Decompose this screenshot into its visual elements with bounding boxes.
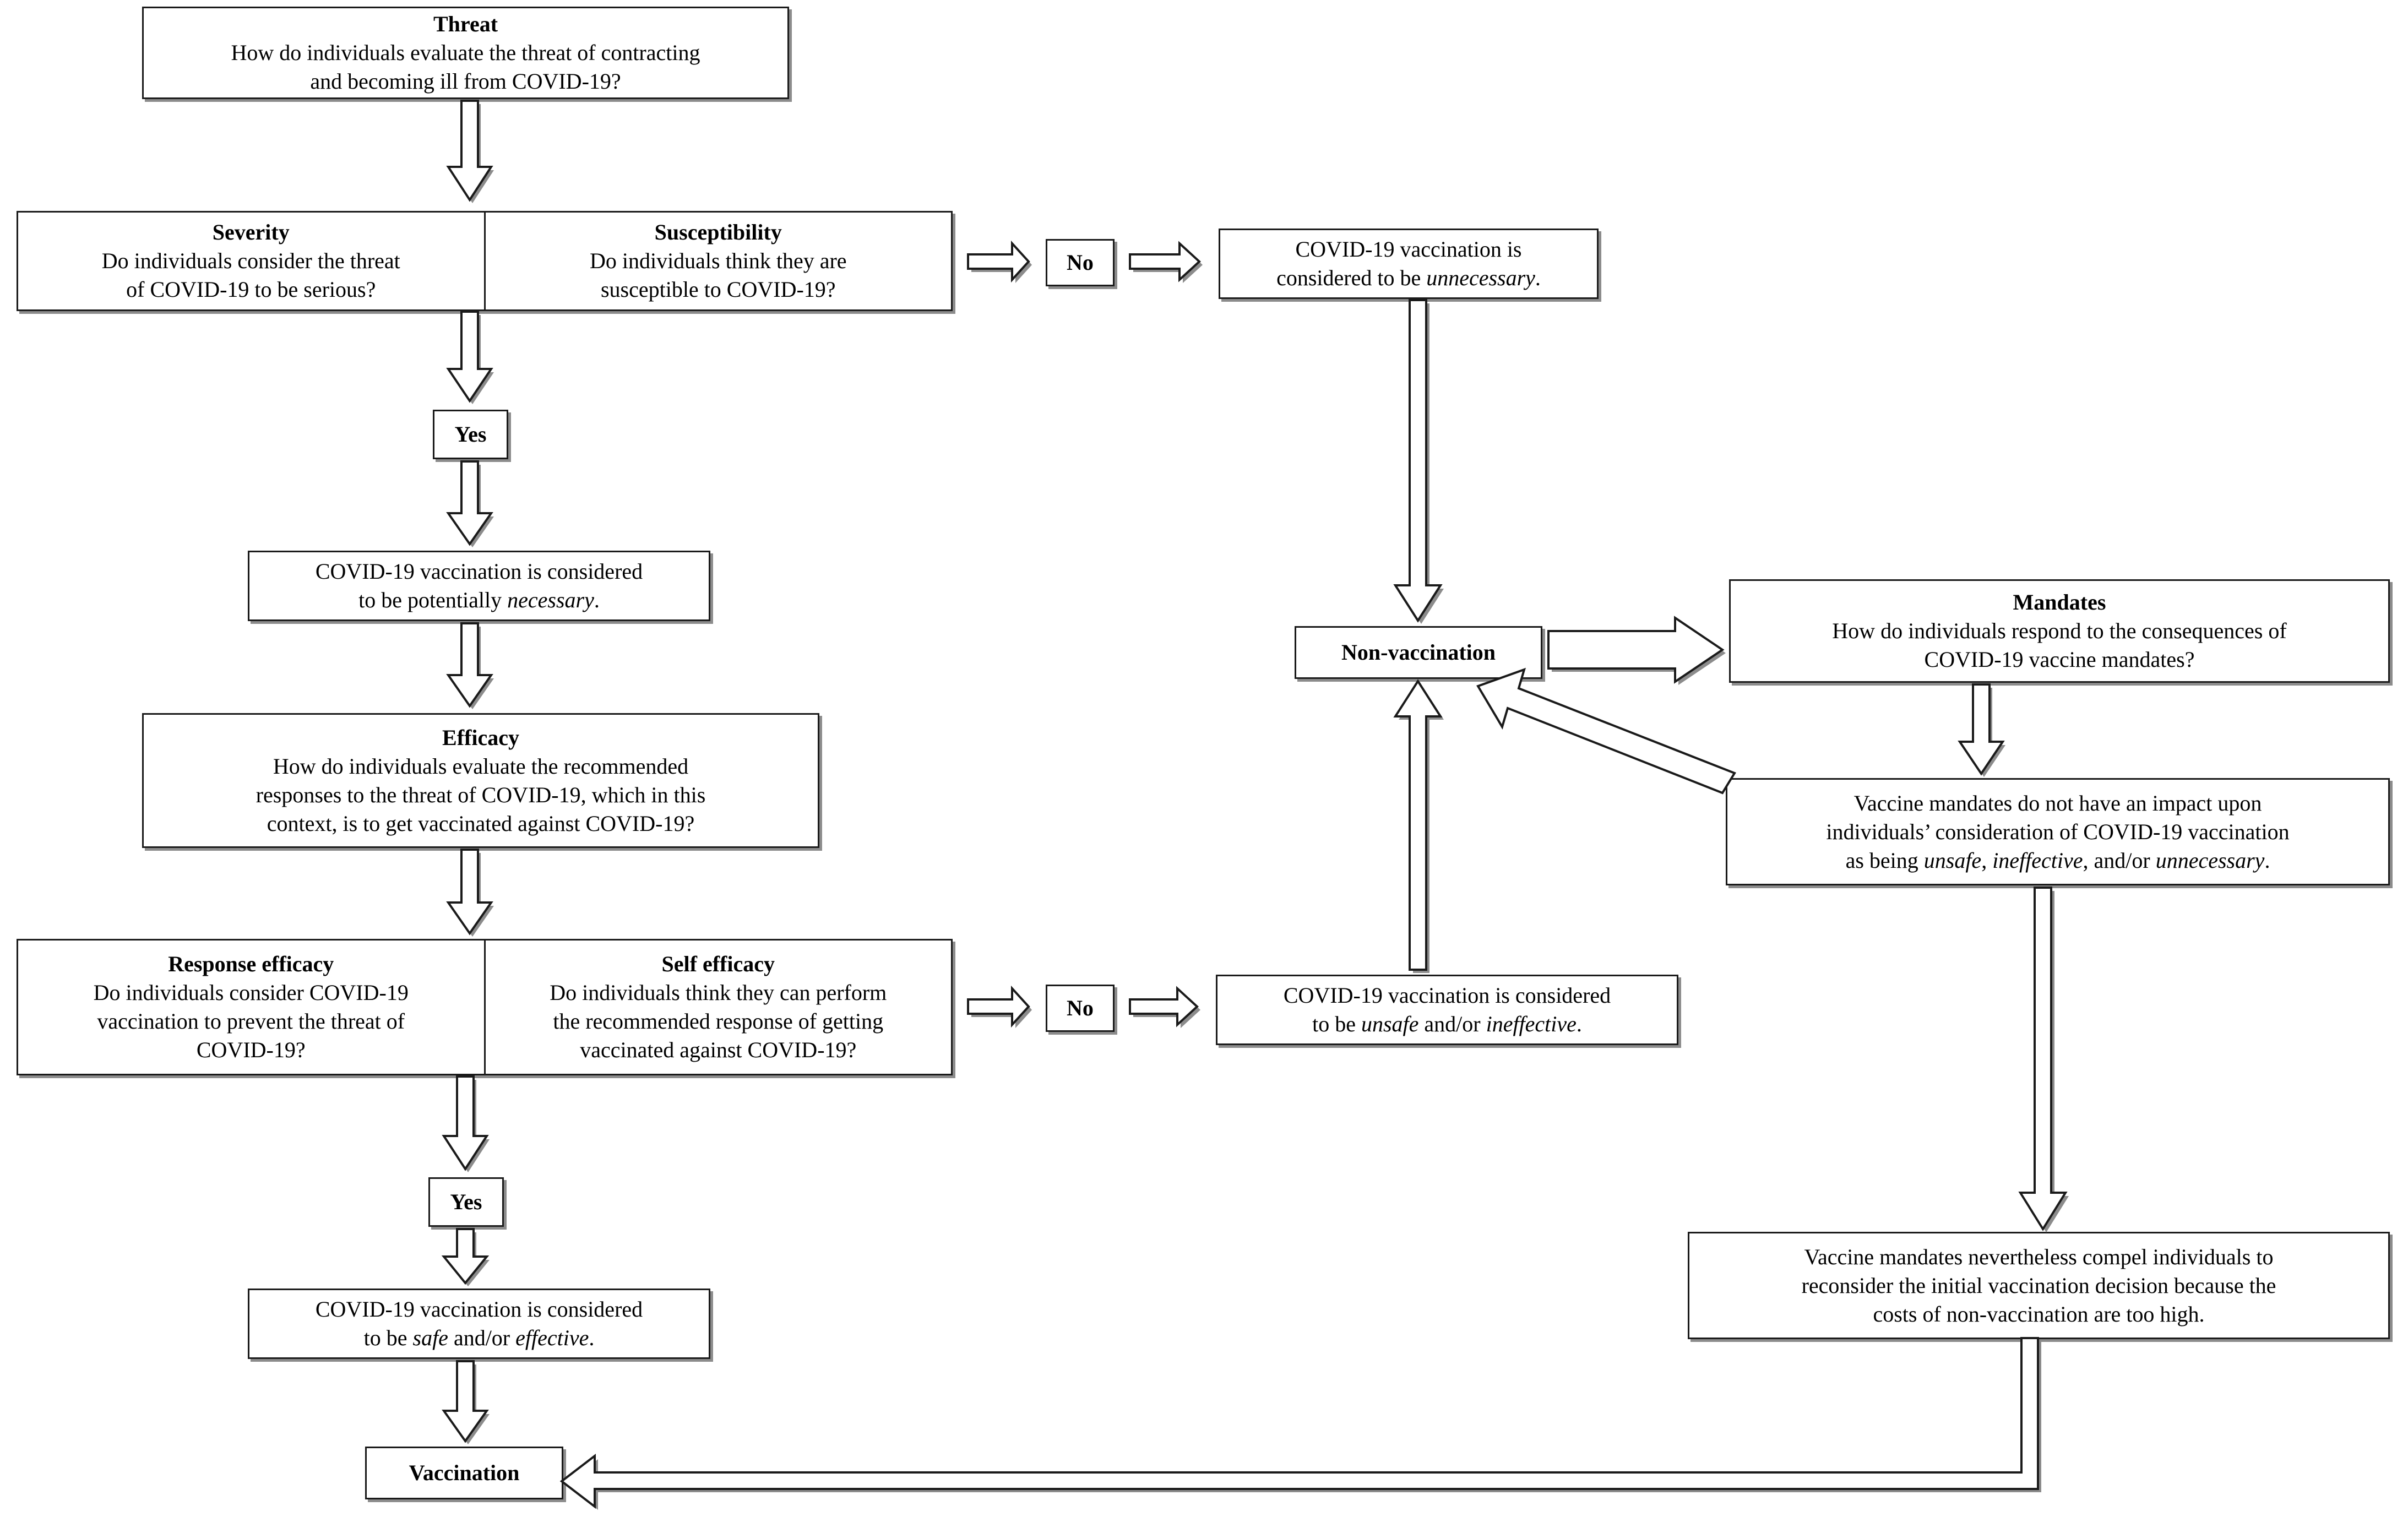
arrow-no-to-unnecessary — [1129, 241, 1207, 285]
node-no-impact-line3: as being unsafe, ineffective, and/or unn… — [1845, 847, 2270, 873]
node-mandates-header: Mandates — [2013, 590, 2106, 615]
arrow-unnecessary-to-non-vaccination — [1393, 299, 1454, 626]
arrow-threat-to-severity — [446, 100, 496, 205]
arrow-safe-effective-to-vaccination — [442, 1360, 491, 1447]
node-severity: Severity Do individuals consider the thr… — [18, 213, 484, 309]
arrow-susceptibility-to-no — [967, 240, 1034, 285]
node-threat: Threat How do individuals evaluate the t… — [142, 7, 789, 99]
node-no-impact-line1: Vaccine mandates do not have an impact u… — [1853, 790, 2262, 816]
node-response-efficacy-header: Response efficacy — [168, 952, 334, 976]
node-response-efficacy-line2: vaccination to prevent the threat of — [97, 1009, 405, 1034]
node-response-efficacy-line1: Do individuals consider COVID-19 — [93, 980, 409, 1005]
node-self-efficacy-line1: Do individuals think they can perform — [550, 980, 887, 1005]
node-safe-effective-line1: COVID-19 vaccination is considered — [315, 1297, 643, 1322]
arrow-yes-to-safe-effective — [441, 1228, 491, 1289]
node-non-vaccination: Non-vaccination — [1295, 626, 1542, 679]
node-self-efficacy-line2: the recommended response of getting — [553, 1009, 884, 1034]
node-mandates: Mandates How do individuals respond to t… — [1729, 579, 2390, 683]
arrow-potentially-necessary-to-efficacy — [446, 622, 496, 711]
node-severity-header: Severity — [212, 220, 290, 244]
arrow-yes-to-potentially-necessary — [446, 460, 496, 550]
node-unsafe-ineffective-line1: COVID-19 vaccination is considered — [1283, 983, 1611, 1008]
node-compel-line1: Vaccine mandates nevertheless compel ind… — [1804, 1244, 2274, 1269]
label-efficacy-no: No — [1046, 985, 1115, 1032]
node-threat-header: Threat — [433, 12, 498, 36]
arrow-no-to-unsafe — [1129, 986, 1207, 1030]
node-unsafe-ineffective-line2: to be unsafe and/or ineffective. — [1312, 1012, 1582, 1036]
node-susceptibility-line2: susceptible to COVID-19? — [600, 277, 836, 302]
node-unnecessary-line2: considered to be unnecessary. — [1276, 265, 1541, 290]
node-no-impact: Vaccine mandates do not have an impact u… — [1726, 778, 2390, 885]
arrow-non-vaccination-to-mandates — [1547, 616, 1730, 688]
label-efficacy-no-text: No — [1067, 996, 1094, 1020]
node-compel-line3: costs of non-vaccination are too high. — [1873, 1301, 2205, 1327]
arrow-efficacy-to-response-efficacy — [446, 849, 496, 939]
node-efficacy-header: Efficacy — [442, 725, 519, 750]
arrow-severity-to-yes — [446, 311, 496, 406]
node-severity-line2: of COVID-19 to be serious? — [126, 277, 376, 302]
node-mandates-line2: COVID-19 vaccine mandates? — [1924, 647, 2195, 672]
node-efficacy-line2: responses to the threat of COVID-19, whi… — [256, 782, 706, 807]
arrow-response-efficacy-to-yes — [442, 1075, 491, 1175]
node-severity-susceptibility: Severity Do individuals consider the thr… — [17, 211, 953, 311]
arrow-no-impact-to-compel — [2018, 887, 2079, 1235]
node-safe-effective: COVID-19 vaccination is considered to be… — [248, 1289, 710, 1359]
label-threat-no: No — [1046, 239, 1115, 286]
node-unnecessary: COVID-19 vaccination is considered to be… — [1219, 229, 1599, 299]
node-unnecessary-line1: COVID-19 vaccination is — [1295, 237, 1522, 262]
node-no-impact-line2: individuals’ consideration of COVID-19 v… — [1826, 819, 2290, 844]
node-compel: Vaccine mandates nevertheless compel ind… — [1688, 1232, 2390, 1339]
arrow-self-efficacy-to-no — [967, 985, 1034, 1030]
node-vaccination-text: Vaccination — [409, 1460, 520, 1485]
label-threat-yes: Yes — [433, 410, 508, 459]
node-mandates-line1: How do individuals respond to the conseq… — [1832, 618, 2287, 643]
node-susceptibility-line1: Do individuals think they are — [589, 248, 847, 273]
node-severity-line1: Do individuals consider the threat — [101, 248, 400, 273]
node-potentially-necessary-line1: COVID-19 vaccination is considered — [315, 559, 643, 584]
node-safe-effective-line2: to be safe and/or effective. — [363, 1325, 595, 1350]
label-efficacy-yes-text: Yes — [450, 1189, 482, 1214]
node-response-efficacy-line3: COVID-19? — [196, 1037, 306, 1062]
node-potentially-necessary: COVID-19 vaccination is considered to be… — [248, 551, 710, 621]
node-self-efficacy: Self efficacy Do individuals think they … — [483, 941, 952, 1074]
node-unsafe-ineffective: COVID-19 vaccination is considered to be… — [1216, 975, 1678, 1045]
node-response-self-efficacy: Response efficacy Do individuals conside… — [17, 939, 953, 1075]
node-vaccination: Vaccination — [365, 1447, 563, 1499]
node-efficacy-line3: context, is to get vaccinated against CO… — [267, 811, 695, 836]
label-threat-yes-text: Yes — [454, 422, 487, 447]
label-threat-no-text: No — [1067, 250, 1094, 275]
node-self-efficacy-header: Self efficacy — [661, 952, 775, 976]
arrow-unsafe-to-non-vaccination — [1393, 679, 1454, 975]
node-potentially-necessary-line2: to be potentially necessary. — [358, 588, 600, 612]
label-efficacy-yes: Yes — [428, 1177, 504, 1227]
node-self-efficacy-line3: vaccinated against COVID-19? — [580, 1037, 857, 1062]
node-susceptibility-header: Susceptibility — [654, 220, 782, 244]
node-response-efficacy: Response efficacy Do individuals conside… — [18, 941, 484, 1074]
node-non-vaccination-text: Non-vaccination — [1341, 640, 1496, 665]
arrow-no-impact-to-non-vaccination — [1476, 665, 1740, 797]
node-compel-line2: reconsider the initial vaccination decis… — [1801, 1273, 2276, 1298]
node-threat-line2: and becoming ill from COVID-19? — [310, 69, 621, 94]
node-susceptibility: Susceptibility Do individuals think they… — [483, 213, 952, 309]
arrow-compel-to-vaccination — [559, 1337, 2043, 1525]
node-threat-line1: How do individuals evaluate the threat o… — [231, 40, 700, 65]
node-efficacy: Efficacy How do individuals evaluate the… — [142, 713, 819, 848]
node-efficacy-line1: How do individuals evaluate the recommen… — [273, 753, 689, 779]
arrow-mandates-to-no-impact — [1958, 683, 2007, 779]
